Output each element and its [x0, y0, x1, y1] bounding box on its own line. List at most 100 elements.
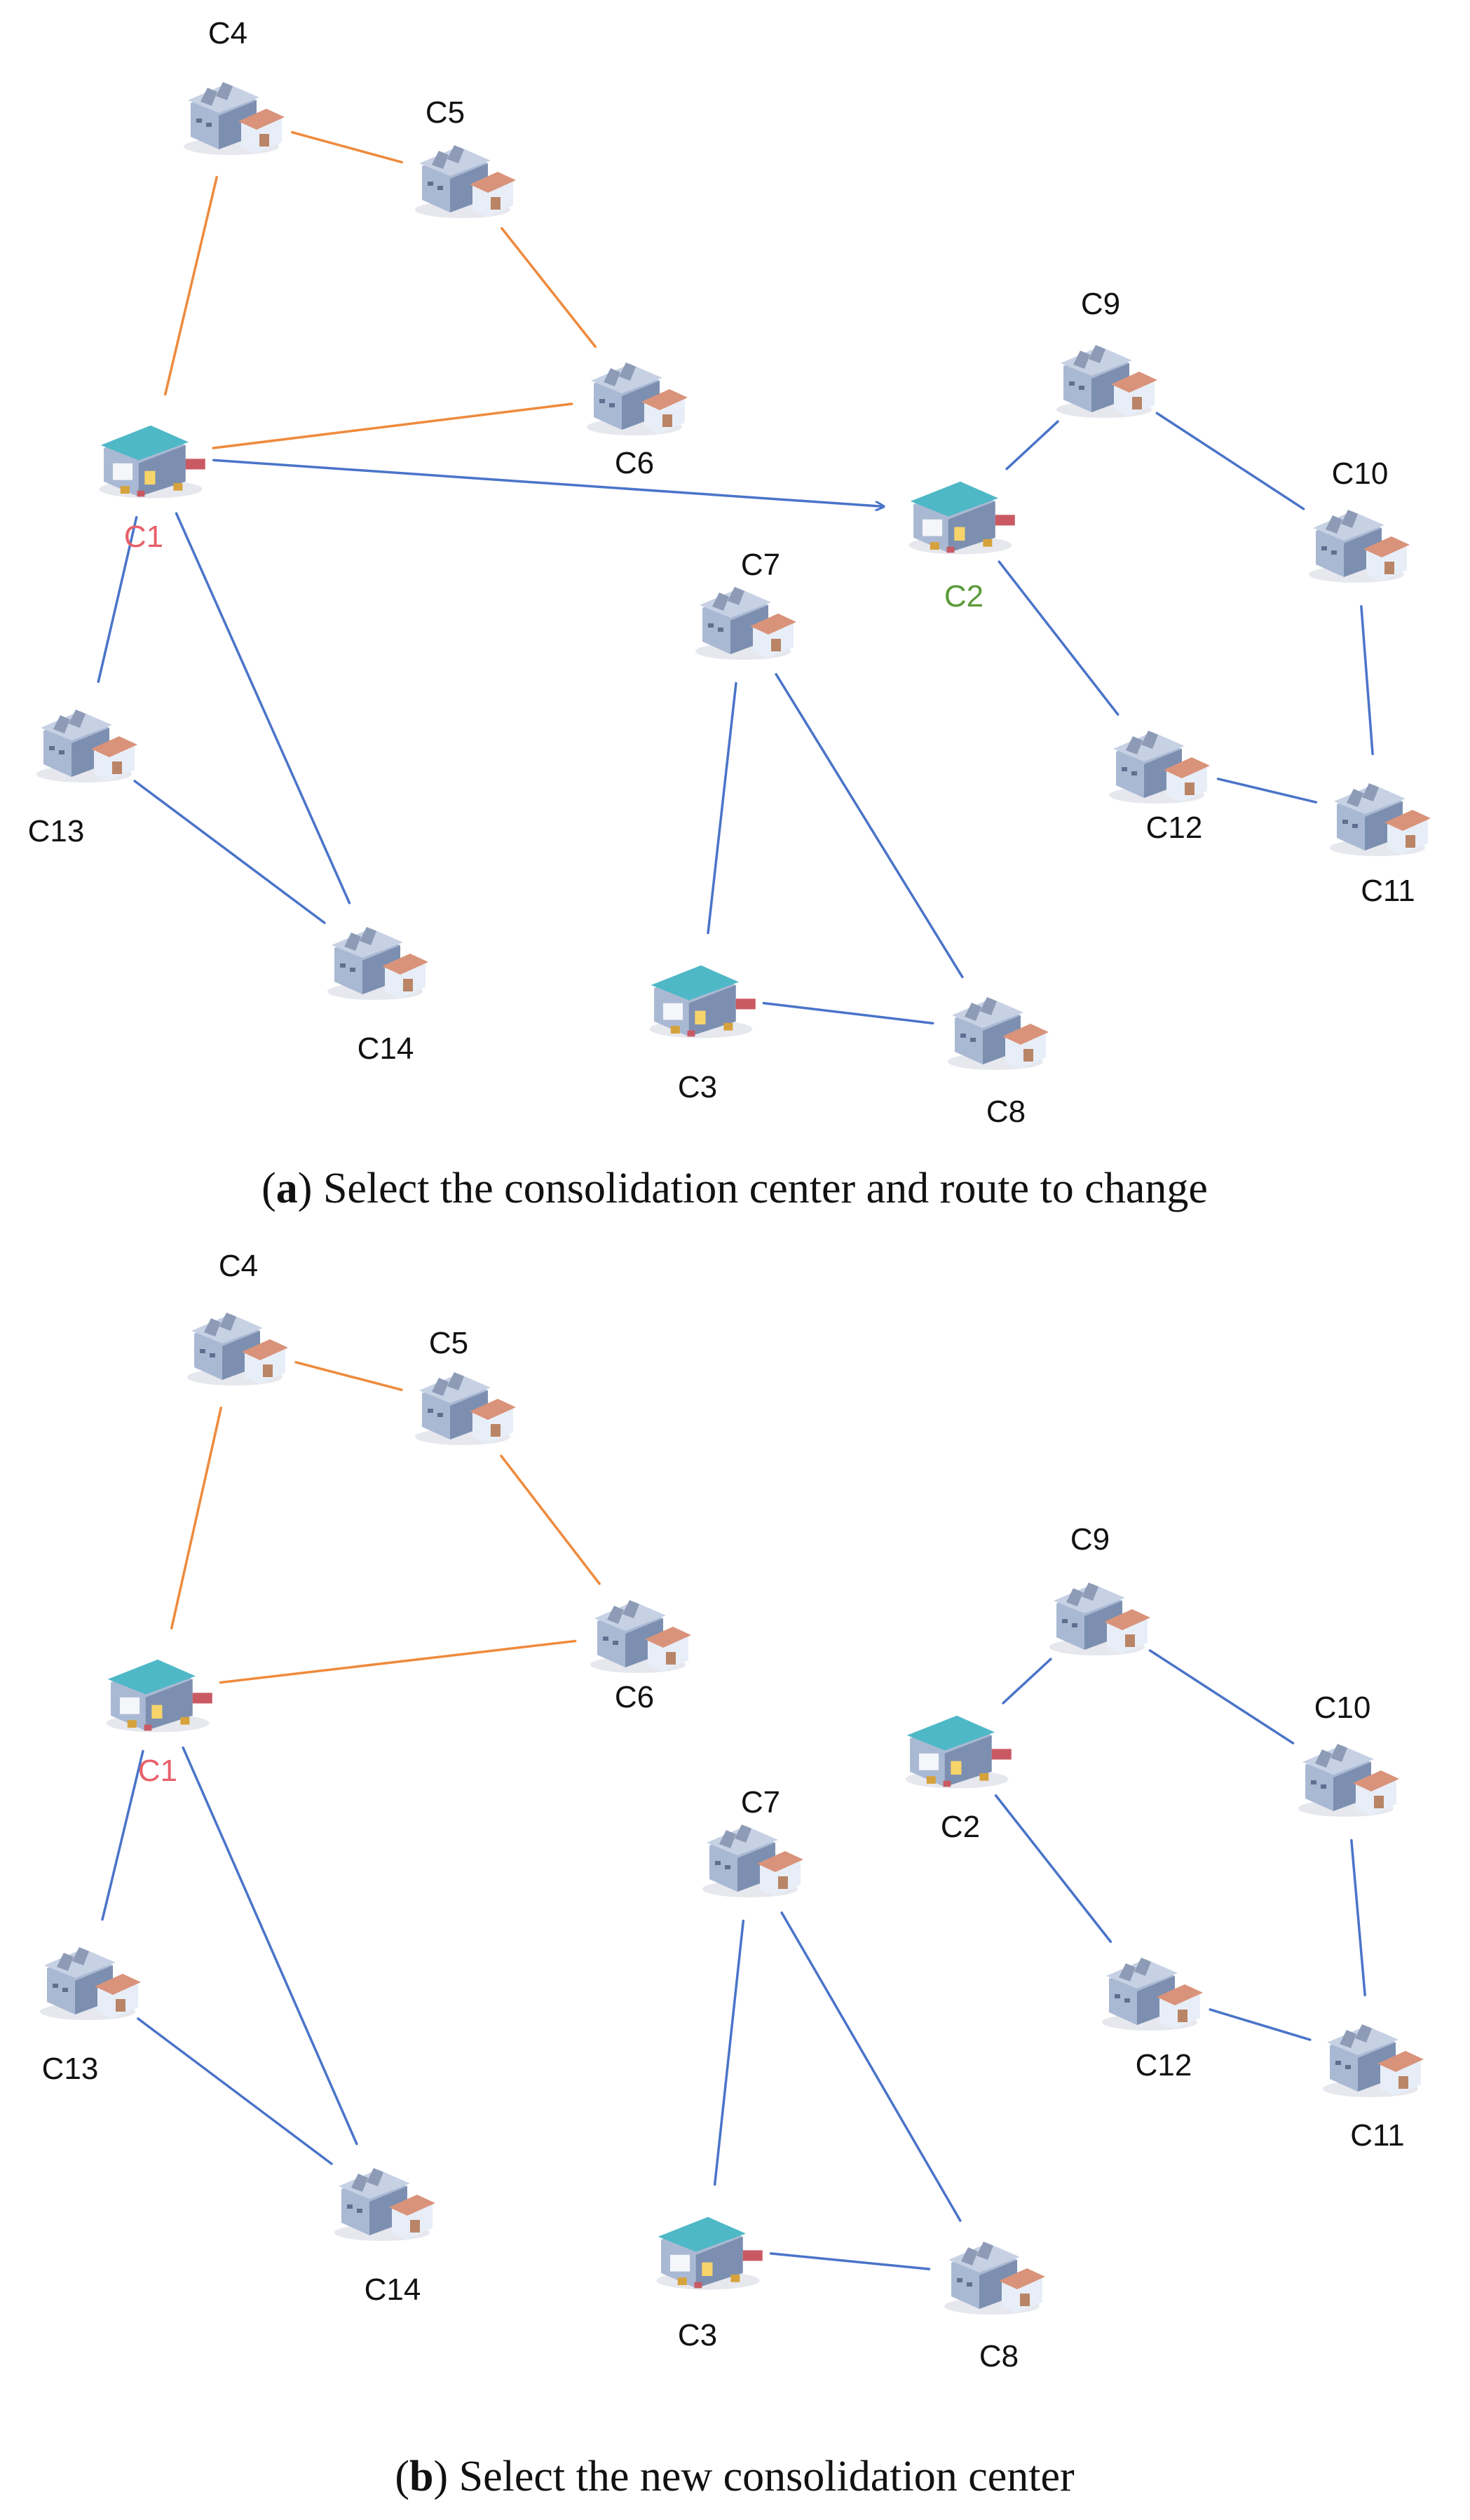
node-label-c6: C6 — [615, 446, 654, 480]
factory-icon — [1309, 510, 1410, 583]
node-label-c1: C1 — [124, 520, 163, 554]
route-edge-c1-c14 — [175, 512, 351, 905]
route-edge-c10-c11 — [1360, 604, 1374, 756]
factory-icon — [187, 1313, 288, 1386]
node-label-c8: C8 — [979, 2339, 1019, 2373]
route-edge-c11-c12 — [1216, 778, 1318, 804]
factory-icon — [327, 927, 428, 1000]
factory-icon — [184, 82, 285, 155]
route-edge-c7-c8 — [780, 1911, 962, 2222]
factory-icon — [590, 1600, 691, 1673]
node-label-c13: C13 — [42, 2052, 99, 2086]
route-edge-c1-c6 — [219, 1639, 577, 1684]
node-label-c5: C5 — [429, 1326, 468, 1360]
route-edge-c1-c14 — [182, 1746, 358, 2146]
consolidation-center-icon — [908, 481, 1015, 555]
node-label-c9: C9 — [1070, 1522, 1110, 1557]
reassign-arrow-c1-c2 — [212, 459, 883, 506]
node-label-c14: C14 — [358, 1031, 414, 1066]
factory-icon — [415, 1372, 516, 1445]
panel-b-caption-text: Select the new consolidation center — [459, 2453, 1075, 2500]
panel-b-routes — [101, 1361, 1366, 2270]
factory-icon — [944, 2242, 1045, 2315]
factory-icon — [1298, 1744, 1399, 1817]
route-edge-c1-c13 — [101, 1749, 144, 1921]
route-edge-c2-c9 — [1002, 1658, 1052, 1705]
factory-icon — [36, 710, 137, 783]
factory-icon — [40, 1947, 141, 2020]
factory-icon — [1109, 731, 1210, 804]
route-edge-c3-c8 — [769, 2252, 931, 2270]
node-label-c10: C10 — [1314, 1691, 1371, 1725]
consolidation-center-icon — [656, 2216, 763, 2290]
factory-icon — [587, 363, 688, 435]
node-label-c10: C10 — [1332, 456, 1389, 491]
route-edge-c12-c2 — [994, 1794, 1112, 1943]
factory-icon — [334, 2168, 435, 2241]
route-edge-c11-c12 — [1209, 2008, 1312, 2041]
node-label-c2: C2 — [944, 579, 984, 614]
consolidation-center-icon — [99, 425, 205, 499]
node-label-c9: C9 — [1081, 287, 1120, 321]
route-edge-c13-c14 — [133, 780, 326, 924]
factory-icon — [1323, 2024, 1424, 2097]
factory-icon — [1049, 1583, 1150, 1655]
route-edge-c1-c13 — [97, 515, 138, 684]
route-edge-c2-c9 — [1005, 420, 1059, 470]
route-edge-c13-c14 — [137, 2017, 333, 2165]
consolidation-center-icon — [106, 1659, 212, 1733]
node-label-c2: C2 — [941, 1810, 980, 1844]
route-edge-c4-c1 — [170, 1407, 223, 1630]
panel-a-caption: (a) Select the consolidation center and … — [261, 1165, 1208, 1212]
node-label-c13: C13 — [28, 814, 85, 848]
node-label-c11: C11 — [1350, 2118, 1404, 2153]
consolidation-center-icon — [905, 1715, 1012, 1789]
route-edge-c9-c10 — [1155, 412, 1305, 510]
node-label-c11: C11 — [1361, 874, 1415, 908]
factory-icon — [415, 145, 516, 218]
factory-icon — [948, 997, 1049, 1070]
route-edge-c7-c8 — [775, 672, 964, 979]
route-edge-c4-c1 — [164, 175, 218, 396]
node-label-c7: C7 — [741, 1785, 780, 1820]
node-label-c5: C5 — [426, 95, 465, 130]
factory-icon — [1102, 1958, 1203, 2031]
node-label-c14: C14 — [365, 2272, 421, 2307]
route-edge-c7-c3 — [707, 682, 737, 935]
route-edge-c9-c10 — [1148, 1649, 1295, 1745]
route-edge-c4-c5 — [291, 130, 403, 164]
node-label-c4: C4 — [208, 16, 247, 50]
node-label-c12: C12 — [1146, 811, 1203, 845]
panel-b-caption-letter: b — [409, 2453, 433, 2500]
panel-a-routes — [97, 130, 1374, 1025]
factory-icon — [695, 587, 796, 660]
route-edge-c12-c2 — [998, 560, 1119, 716]
route-edge-c7-c3 — [713, 1919, 745, 2186]
node-label-c8: C8 — [986, 1095, 1026, 1129]
route-edge-c10-c11 — [1350, 1838, 1366, 1997]
route-edge-c5-c6 — [501, 226, 597, 348]
node-label-c3: C3 — [678, 1070, 717, 1104]
node-label-c7: C7 — [741, 548, 780, 582]
panel-a-caption-text: Select the consolidation center and rout… — [323, 1165, 1208, 1212]
factory-icon — [702, 1824, 803, 1897]
node-label-c3: C3 — [678, 2318, 717, 2352]
route-edge-c5-c6 — [500, 1454, 601, 1585]
route-edge-c1-c6 — [212, 402, 573, 449]
node-label-c1: C1 — [138, 1754, 177, 1788]
route-edge-c3-c8 — [762, 1001, 934, 1025]
node-label-c4: C4 — [219, 1249, 258, 1283]
consolidation-center-icon — [649, 965, 756, 1038]
panel-b-caption: (b) Select the new consolidation center — [395, 2453, 1075, 2500]
panel-a-caption-letter: a — [276, 1165, 298, 1212]
factory-icon — [1330, 783, 1431, 856]
route-edge-c4-c5 — [294, 1361, 403, 1391]
factory-icon — [1056, 345, 1157, 418]
node-label-c12: C12 — [1136, 2048, 1192, 2082]
node-label-c6: C6 — [615, 1680, 654, 1714]
